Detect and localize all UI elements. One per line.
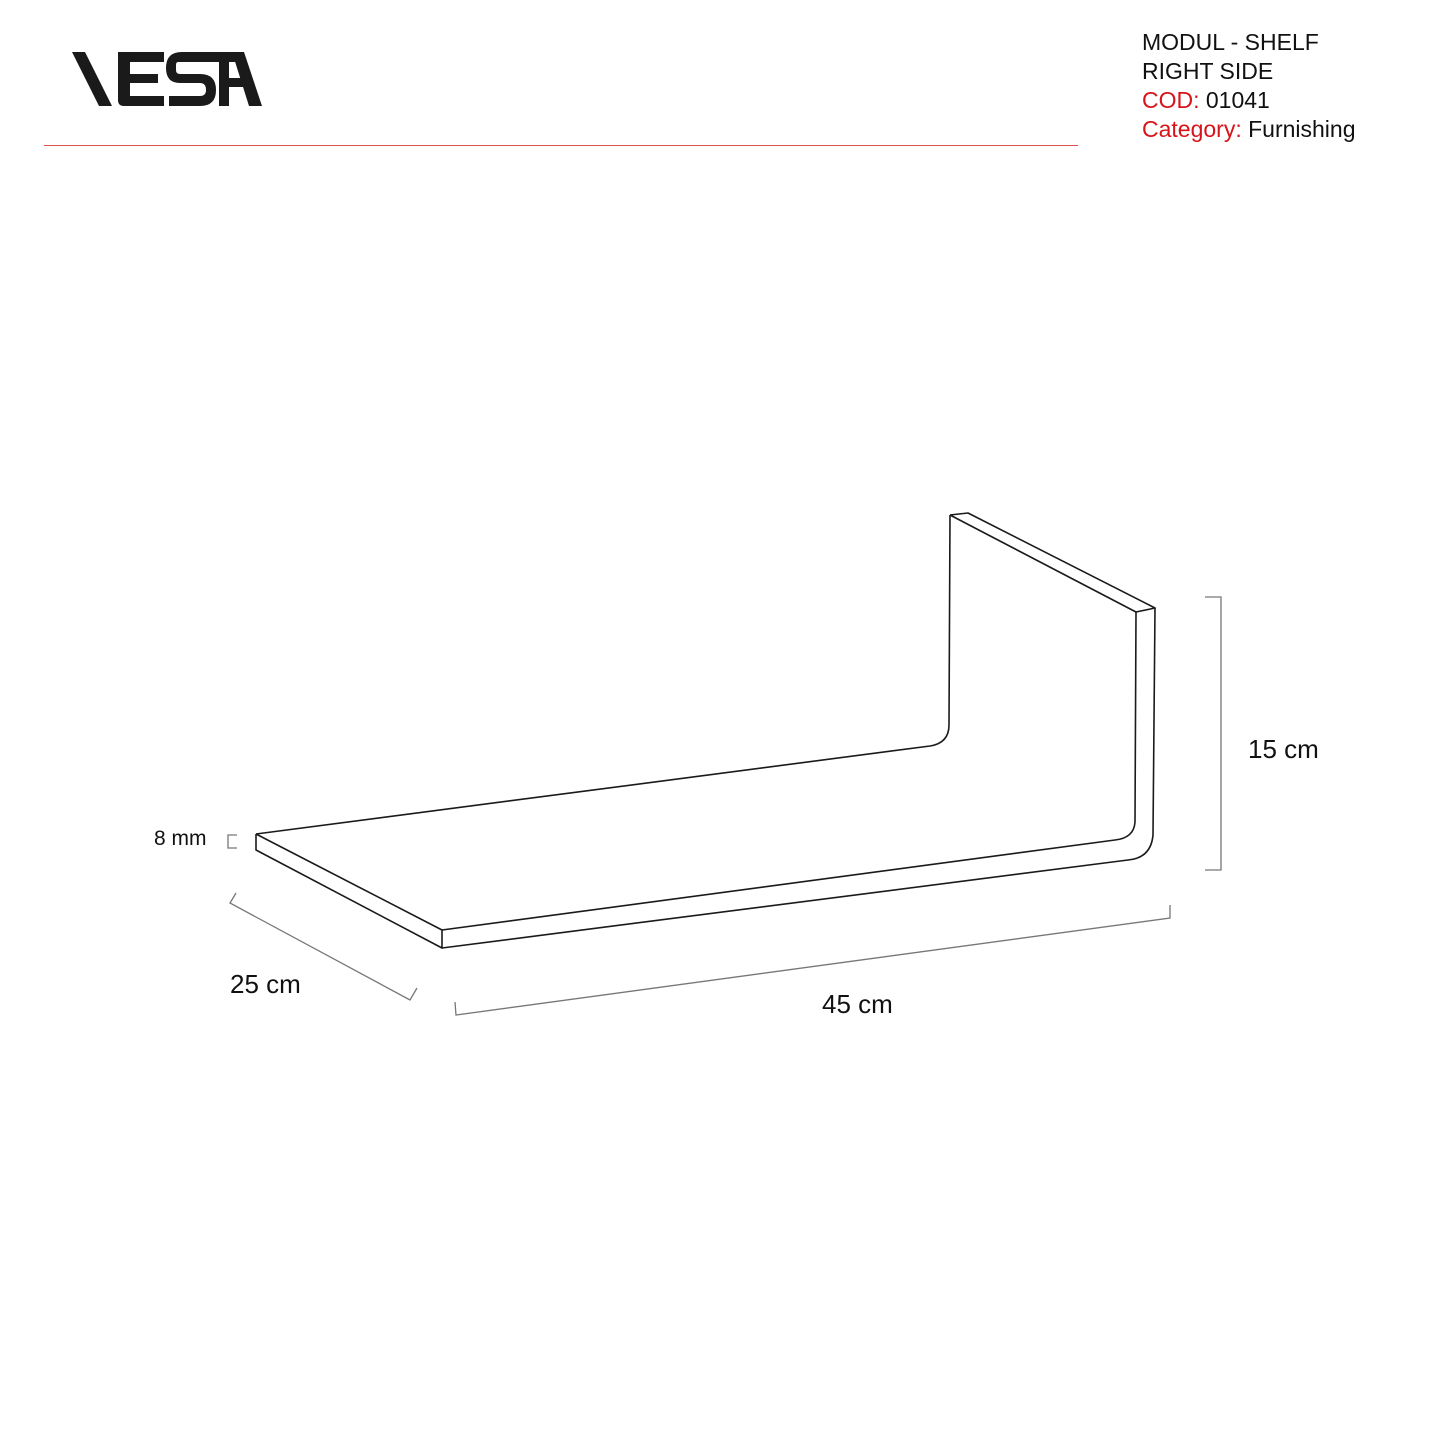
category-value: Furnishing xyxy=(1248,116,1356,142)
category-label: Category: xyxy=(1142,116,1242,142)
vesta-logo xyxy=(72,52,262,106)
product-category: Category: Furnishing xyxy=(1142,115,1356,144)
depth-label: 25 cm xyxy=(230,969,301,999)
code-label: COD: xyxy=(1142,87,1200,113)
height-bracket xyxy=(1205,596,1222,871)
thickness-label: 8 mm xyxy=(154,827,207,850)
shelf-outline xyxy=(255,512,1156,949)
thickness-bracket xyxy=(227,834,237,849)
code-value: 01041 xyxy=(1205,87,1270,113)
header-divider xyxy=(44,145,1078,146)
product-variant: RIGHT SIDE xyxy=(1142,58,1274,84)
depth-bracket xyxy=(229,892,418,1001)
width-label: 45 cm xyxy=(822,989,893,1019)
width-bracket xyxy=(454,905,1171,1016)
product-code: COD: 01041 xyxy=(1142,86,1356,115)
product-title: MODUL - SHELF xyxy=(1142,29,1319,55)
dimension-lines xyxy=(227,596,1222,1016)
product-info: MODUL - SHELF RIGHT SIDE COD: 01041 Cate… xyxy=(1142,28,1356,144)
height-label: 15 cm xyxy=(1248,734,1319,764)
